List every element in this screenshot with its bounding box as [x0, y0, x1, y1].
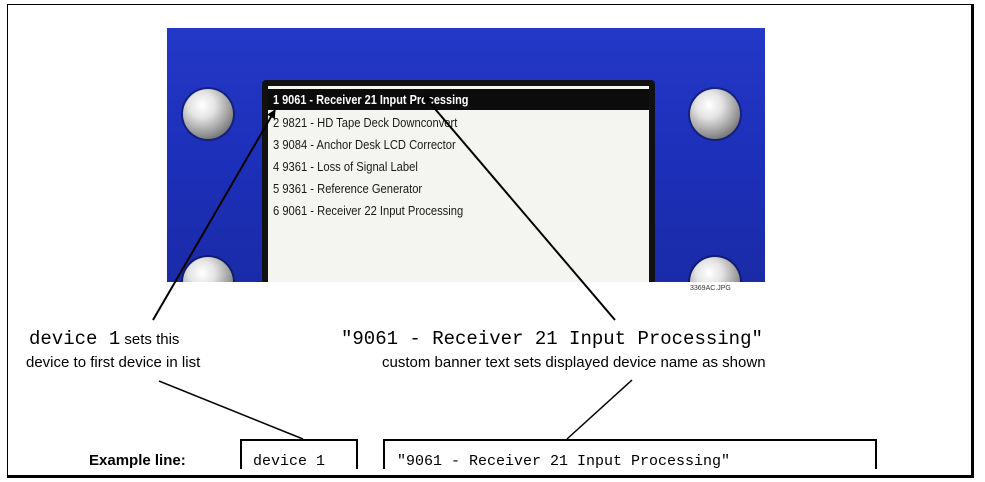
callout-right-code: "9061 - Receiver 21 Input Processing": [341, 328, 763, 350]
callout-left-line1: device 1 sets this: [29, 328, 179, 350]
knob-top-left: [183, 89, 233, 139]
menu-item: 4 9361 - Loss of Signal Label: [273, 159, 418, 174]
callout-left-code: device 1: [29, 328, 121, 350]
callout-left-text: sets this: [120, 331, 180, 348]
callout-right-text: custom banner text sets displayed device…: [382, 354, 766, 371]
arrow-right-to-item1: [423, 95, 616, 321]
menu-item: 2 9821 - HD Tape Deck Downconvert: [273, 115, 458, 130]
leader-right-to-example: [566, 379, 633, 440]
leader-left-to-example: [158, 380, 304, 440]
example-arg1: device 1: [253, 453, 326, 470]
menu-item: 5 9361 - Reference Generator: [273, 181, 423, 196]
knob-top-right: [690, 89, 740, 139]
callout-left-line2: device to first device in list: [26, 354, 201, 371]
device-panel-photo: 1 9061 - Receiver 21 Input Processing 2 …: [167, 28, 765, 282]
display-screen: 1 9061 - Receiver 21 Input Processing 2 …: [262, 80, 655, 282]
example-bracket-1: [240, 439, 358, 469]
arrow-left-to-item1: [152, 109, 276, 321]
photo-id-label: 3369AC.JPG: [690, 285, 731, 292]
menu-item: 6 9061 - Receiver 22 Input Processing: [273, 203, 464, 218]
example-label: Example line:: [89, 452, 186, 469]
example-bracket-2: [383, 439, 877, 469]
menu-item-selected: 1 9061 - Receiver 21 Input Processing: [268, 89, 649, 110]
menu-item: 3 9084 - Anchor Desk LCD Corrector: [273, 137, 456, 152]
example-arg2: "9061 - Receiver 21 Input Processing": [397, 453, 731, 470]
display-screen-content: 1 9061 - Receiver 21 Input Processing 2 …: [268, 86, 649, 282]
